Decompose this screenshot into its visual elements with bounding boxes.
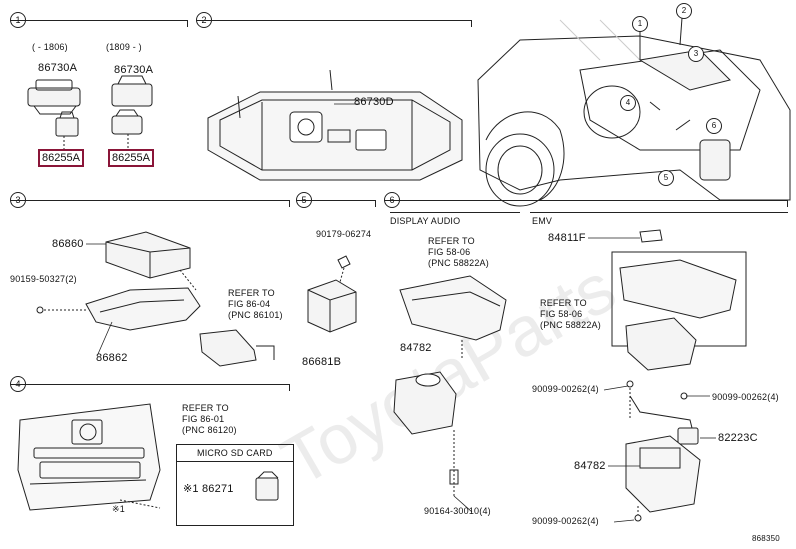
section6-emv-drawing — [611, 229, 747, 522]
column-emv-bar — [530, 212, 788, 213]
refer-fig-s6b[interactable]: FIG 58-06 — [540, 309, 583, 319]
part-90179-06274[interactable]: 90179-06274 — [316, 229, 372, 239]
vehicle-interior-drawing — [477, 17, 791, 207]
refer-pnc-s6b: (PNC 58822A) — [540, 320, 601, 330]
refer-fig-s6a[interactable]: FIG 58-06 — [428, 247, 471, 257]
part-86681b[interactable]: 86681B — [302, 356, 342, 368]
refer-to-label-s3: REFER TO — [228, 288, 275, 298]
part-90099-00262-bottom[interactable]: 90099-00262(4) — [532, 516, 599, 526]
section-2-bar — [196, 20, 472, 27]
part-86862[interactable]: 86862 — [96, 352, 128, 364]
vehicle-callout-5[interactable]: 5 — [658, 170, 674, 186]
part-90164-30010[interactable]: 90164-30010(4) — [424, 506, 491, 516]
micro-sd-divider — [177, 461, 293, 462]
leader-lines — [86, 103, 716, 523]
section-4-bar — [10, 384, 290, 391]
section-5-bar — [296, 200, 376, 207]
part-86255a-highlight-early[interactable]: 86255A — [38, 149, 84, 167]
section5-drawing — [307, 255, 357, 333]
section-6-bar — [384, 200, 788, 207]
refer-fig-s4[interactable]: FIG 86-01 — [182, 414, 225, 424]
date-range-early: ( - 1806) — [32, 42, 68, 52]
refer-fig-s3[interactable]: FIG 86-04 — [228, 299, 271, 309]
vehicle-callout-6[interactable]: 6 — [706, 118, 722, 134]
part-82223c[interactable]: 82223C — [718, 432, 758, 444]
part-86730a-late[interactable]: 86730A — [114, 64, 154, 76]
vehicle-callout-2[interactable]: 2 — [676, 3, 692, 19]
micro-sd-card-box: MICRO SD CARD ※1 86271 — [176, 444, 294, 526]
part-86860[interactable]: 86860 — [52, 238, 84, 250]
part-86255a-highlight-late[interactable]: 86255A — [108, 149, 154, 167]
section3-drawing — [36, 231, 275, 367]
vehicle-callout-3[interactable]: 3 — [688, 46, 704, 62]
vehicle-callout-1[interactable]: 1 — [632, 16, 648, 32]
refer-pnc-s3: (PNC 86101) — [228, 310, 283, 320]
part-86730d[interactable]: 86730D — [354, 96, 394, 108]
part-90159-50327[interactable]: 90159-50327(2) — [10, 274, 77, 284]
section1-drawing — [27, 75, 153, 150]
section4-head-unit — [17, 403, 279, 511]
section-3-bar — [10, 200, 290, 207]
refer-to-label-s6b: REFER TO — [540, 298, 587, 308]
column-display-audio-bar — [390, 212, 520, 213]
section6-display-audio-drawing — [393, 275, 507, 496]
figure-id: 868350 — [752, 534, 780, 543]
micro-sd-card-title: MICRO SD CARD — [197, 448, 273, 458]
part-90099-00262-right[interactable]: 90099-00262(4) — [712, 392, 779, 402]
refer-to-label-s6a: REFER TO — [428, 236, 475, 246]
part-84782-emv[interactable]: 84782 — [574, 460, 606, 472]
column-display-audio: DISPLAY AUDIO — [390, 216, 461, 226]
part-86271[interactable]: ※1 86271 — [183, 483, 234, 495]
refer-to-label-s4: REFER TO — [182, 403, 229, 413]
section2-overhead-console — [207, 69, 463, 181]
note-marker: ※1 — [112, 504, 125, 514]
vehicle-callout-4[interactable]: 4 — [620, 95, 636, 111]
part-86730a-early[interactable]: 86730A — [38, 62, 78, 74]
part-84782-display-audio[interactable]: 84782 — [400, 342, 432, 354]
part-84811f[interactable]: 84811F — [548, 232, 586, 244]
refer-pnc-s4: (PNC 86120) — [182, 425, 237, 435]
column-emv: EMV — [532, 216, 553, 226]
section-1-bar — [10, 20, 188, 27]
refer-pnc-s6a: (PNC 58822A) — [428, 258, 489, 268]
date-range-late: (1809 - ) — [106, 42, 142, 52]
part-90099-00262-left[interactable]: 90099-00262(4) — [532, 384, 599, 394]
